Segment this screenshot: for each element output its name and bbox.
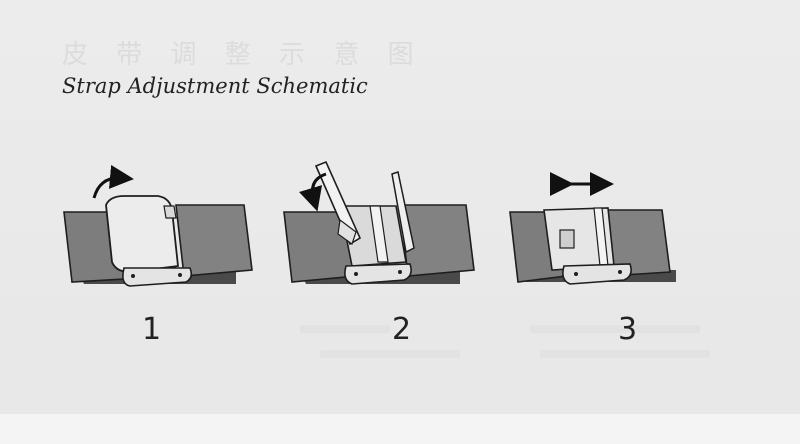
ghost-caption	[530, 325, 700, 333]
step-2-illustration	[283, 160, 475, 285]
bottom-strip	[0, 414, 800, 444]
step-number-2: 2	[392, 312, 412, 347]
buckle-base	[344, 263, 412, 285]
ghost-caption	[540, 350, 710, 358]
step-number-1: 1	[142, 312, 162, 347]
buckle-latch	[559, 229, 575, 249]
buckle-base	[122, 267, 193, 287]
diagram-title: Strap Adjustment Schematic	[62, 74, 368, 98]
step-1-illustration	[63, 164, 253, 287]
ghost-caption	[320, 350, 460, 358]
buckle-lever	[314, 160, 362, 246]
rotate-arrow-icon	[299, 172, 327, 212]
ghost-caption	[300, 325, 390, 333]
buckle-lid	[105, 195, 179, 273]
strap-right	[175, 204, 253, 277]
buckle-plate	[391, 171, 415, 254]
buckle-base	[562, 263, 632, 285]
rotate-arrow-icon	[92, 164, 134, 199]
faded-watermark-title: 皮 带 调 整 示 意 图	[62, 40, 424, 70]
step-number-3: 3	[618, 312, 638, 347]
step-3-illustration	[509, 172, 676, 285]
